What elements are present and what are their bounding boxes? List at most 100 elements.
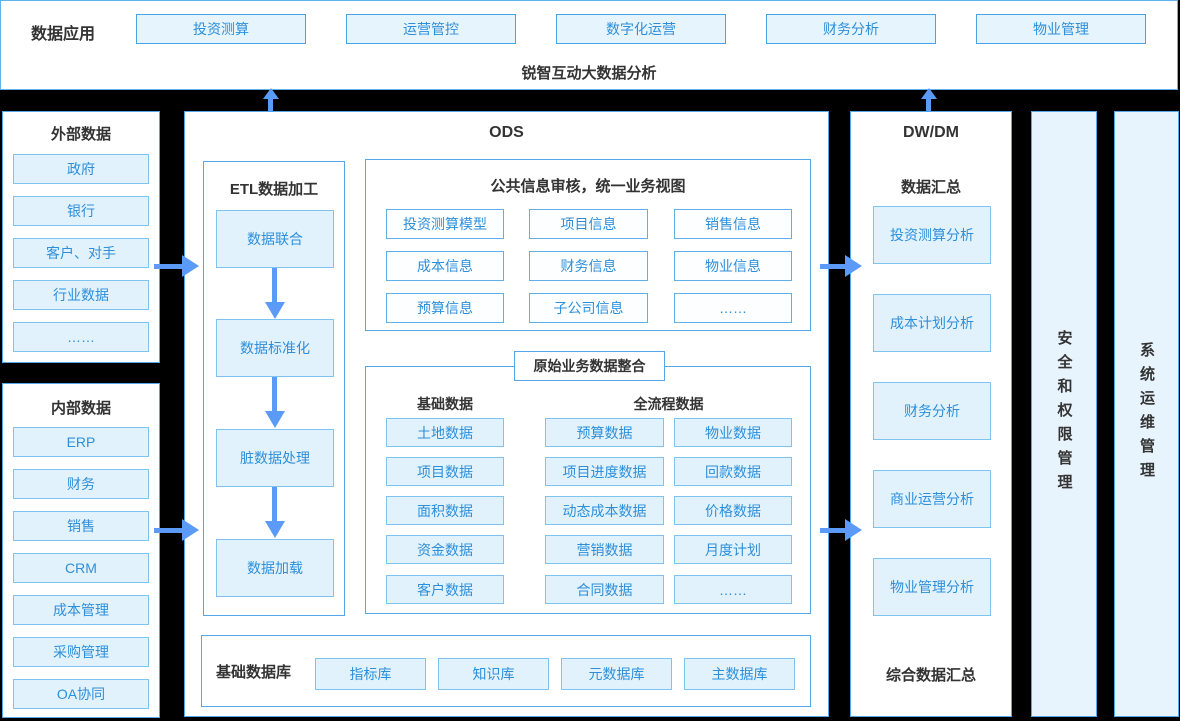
source-item: 银行 [13, 196, 149, 226]
db-item: 元数据库 [561, 658, 672, 690]
full-process-subtitle: 全流程数据 [633, 396, 704, 412]
flow-arrow-right [820, 528, 845, 533]
dwdm-footer: 综合数据汇总 [885, 667, 976, 684]
flow-arrow-down [272, 268, 277, 302]
etl-title: ETL数据加工 [229, 181, 319, 198]
external-data-panel: 外部数据 政府 银行 客户、对手 行业数据 …… [2, 111, 160, 363]
internal-data-title: 内部数据 [50, 400, 111, 417]
source-item: 财务 [13, 469, 149, 499]
dwdm-title: DW/DM [903, 124, 959, 141]
platform-title: 锐智互动大数据分析 [521, 65, 657, 82]
flow-arrow-right [154, 528, 182, 533]
flow-arrow-down [265, 302, 285, 319]
data-item: 资金数据 [386, 535, 504, 564]
source-item: 客户、对手 [13, 238, 149, 268]
flow-arrow-right [845, 519, 862, 541]
app-button-digital[interactable]: 数字化运营 [556, 14, 726, 44]
source-item: CRM [13, 553, 149, 583]
etl-step: 数据加载 [216, 539, 334, 597]
analysis-item: 物业管理分析 [873, 558, 991, 616]
source-item: 成本管理 [13, 595, 149, 625]
info-item: 子公司信息 [529, 293, 648, 323]
app-button-operation[interactable]: 运营管控 [346, 14, 516, 44]
source-item: 采购管理 [13, 637, 149, 667]
db-item: 主数据库 [684, 658, 795, 690]
app-button-invest[interactable]: 投资测算 [136, 14, 306, 44]
flow-arrow-right [154, 264, 182, 269]
analysis-item: 投资测算分析 [873, 206, 991, 264]
top-bar-label: 数据应用 [31, 26, 96, 43]
base-db-title: 基础数据库 [216, 663, 292, 681]
data-item: 物业数据 [674, 418, 792, 447]
info-item: 投资测算模型 [386, 209, 504, 239]
analysis-item: 成本计划分析 [873, 294, 991, 352]
data-item: 项目进度数据 [545, 457, 664, 486]
analysis-item: 商业运营分析 [873, 470, 991, 528]
flow-arrow-right [845, 255, 862, 277]
data-item: 回款数据 [674, 457, 792, 486]
info-item: 项目信息 [529, 209, 648, 239]
data-item: 客户数据 [386, 575, 504, 604]
external-data-title: 外部数据 [50, 126, 111, 143]
flow-arrow-up [921, 88, 937, 99]
flow-arrow-up [263, 88, 279, 99]
data-item: 营销数据 [545, 535, 664, 564]
public-info-box: 公共信息审核，统一业务视图 投资测算模型 项目信息 销售信息 成本信息 财务信息… [365, 159, 811, 331]
flow-arrow-right [820, 264, 845, 269]
data-item: 土地数据 [386, 418, 504, 447]
ods-title: ODS [489, 124, 524, 141]
flow-arrow-down [265, 521, 285, 538]
etl-step: 数据联合 [216, 210, 334, 268]
etl-step: 数据标准化 [216, 319, 334, 377]
app-button-finance[interactable]: 财务分析 [766, 14, 936, 44]
etl-box: ETL数据加工 数据联合 数据标准化 脏数据处理 数据加载 [203, 161, 345, 616]
raw-business-title-tab: 原始业务数据整合 [514, 351, 665, 381]
flow-arrow-right [182, 255, 199, 277]
top-bar-panel: 数据应用 投资测算 运营管控 数字化运营 财务分析 物业管理 锐智互动大数据分析 [0, 0, 1178, 90]
data-item: …… [674, 575, 792, 604]
base-db-box: 基础数据库 指标库 知识库 元数据库 主数据库 [201, 635, 811, 707]
raw-business-box: 原始业务数据整合 基础数据 全流程数据 土地数据 项目数据 面积数据 资金数据 … [365, 351, 811, 614]
dwdm-panel: DW/DM 数据汇总 投资测算分析 成本计划分析 财务分析 商业运营分析 物业管… [850, 111, 1012, 717]
source-item: 行业数据 [13, 280, 149, 310]
analysis-item: 财务分析 [873, 382, 991, 440]
source-item: …… [13, 322, 149, 352]
flow-arrow-down [265, 411, 285, 428]
public-info-title: 公共信息审核，统一业务视图 [490, 178, 686, 195]
data-item: 动态成本数据 [545, 496, 664, 525]
data-item: 价格数据 [674, 496, 792, 525]
info-item: 销售信息 [674, 209, 792, 239]
app-button-property[interactable]: 物业管理 [976, 14, 1146, 44]
db-item: 指标库 [315, 658, 426, 690]
flow-arrow-down [272, 487, 277, 521]
ops-panel: 系统运维管理 [1114, 111, 1179, 717]
flow-arrow-down [272, 377, 277, 411]
data-item: 项目数据 [386, 457, 504, 486]
info-item: 物业信息 [674, 251, 792, 281]
db-item: 知识库 [438, 658, 549, 690]
source-item: 政府 [13, 154, 149, 184]
ods-panel: ODS ETL数据加工 数据联合 数据标准化 脏数据处理 数据加载 公共信息审核… [184, 111, 829, 717]
data-item: 合同数据 [545, 575, 664, 604]
source-item: ERP [13, 427, 149, 457]
internal-data-panel: 内部数据 ERP 财务 销售 CRM 成本管理 采购管理 OA协同 [2, 383, 160, 718]
flow-arrow-up [926, 99, 931, 112]
info-item: 成本信息 [386, 251, 504, 281]
base-data-subtitle: 基础数据 [417, 396, 473, 412]
security-panel: 安全和权限管理 [1031, 111, 1097, 717]
source-item: 销售 [13, 511, 149, 541]
security-panel-label: 安全和权限管理 [1055, 330, 1073, 498]
info-item: …… [674, 293, 792, 323]
flow-arrow-right [182, 519, 199, 541]
raw-business-title: 原始业务数据整合 [533, 358, 646, 374]
flow-arrow-up [268, 99, 273, 112]
dwdm-subtitle: 数据汇总 [900, 179, 961, 196]
ops-panel-label: 系统运维管理 [1138, 342, 1155, 486]
info-item: 财务信息 [529, 251, 648, 281]
data-item: 月度计划 [674, 535, 792, 564]
data-item: 预算数据 [545, 418, 664, 447]
source-item: OA协同 [13, 679, 149, 709]
data-item: 面积数据 [386, 496, 504, 525]
info-item: 预算信息 [386, 293, 504, 323]
